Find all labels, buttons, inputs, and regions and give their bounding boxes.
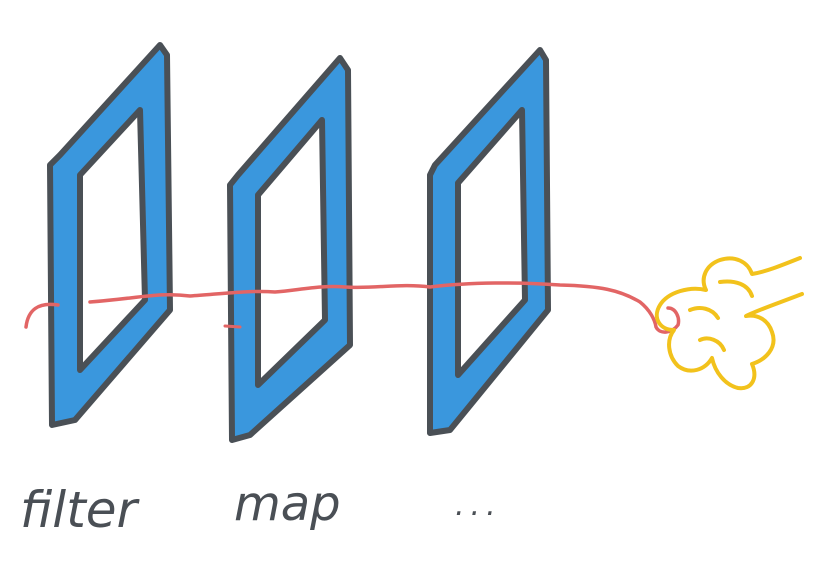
thread-segment — [223, 324, 242, 329]
stage-label-2: map — [234, 476, 341, 532]
stage-label-3: ... — [455, 488, 502, 523]
stage-frame-3 — [427, 47, 551, 436]
thread-line — [24, 281, 681, 334]
stage-label-1: filter — [20, 481, 141, 539]
hand-icon — [654, 256, 804, 391]
stage-frame-1 — [47, 42, 173, 428]
stage-frame-2 — [227, 55, 353, 443]
